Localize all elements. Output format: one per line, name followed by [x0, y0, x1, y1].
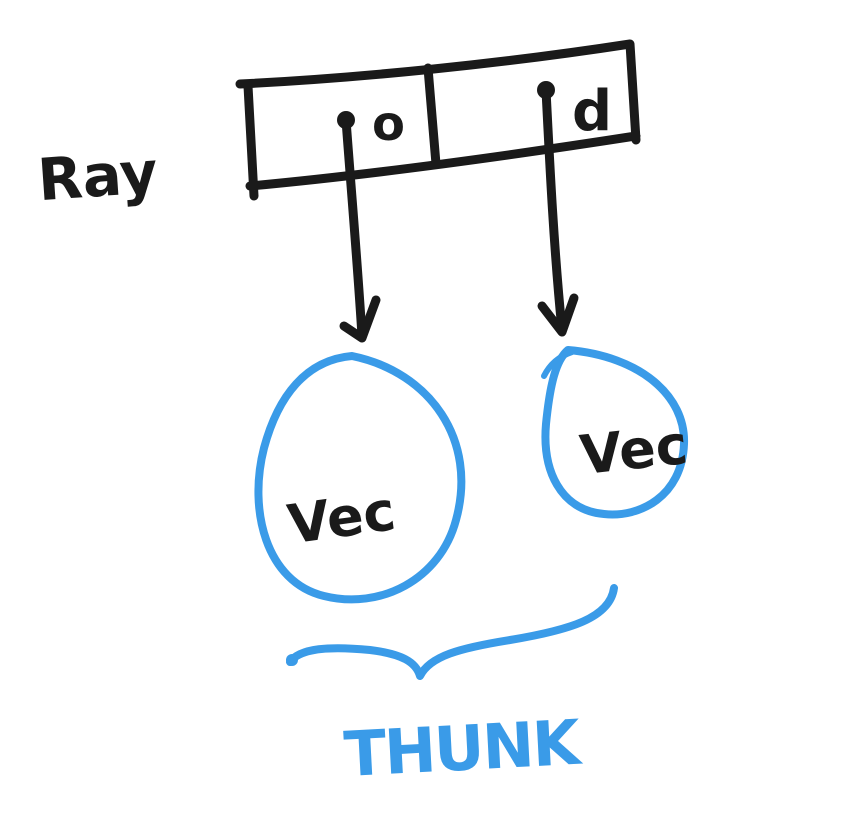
field-divider: [423, 63, 441, 169]
field-o-label: o: [372, 96, 405, 152]
thunk-brace: [286, 584, 618, 680]
struct-name-label: Ray: [36, 138, 160, 214]
field-o: o: [337, 96, 405, 152]
vec-bubble-o: Vec: [254, 352, 466, 604]
thunk-label: THUNK: [342, 706, 584, 791]
arrow-o-to-vec: [339, 115, 381, 343]
vec-label-d: Vec: [577, 413, 690, 487]
ray-record-box: [235, 39, 641, 201]
vec-label-o: Vec: [284, 479, 399, 556]
vec-bubble-d: Vec: [541, 346, 691, 519]
arrow-d-to-vec: [537, 85, 579, 337]
field-d-label: d: [572, 79, 612, 144]
